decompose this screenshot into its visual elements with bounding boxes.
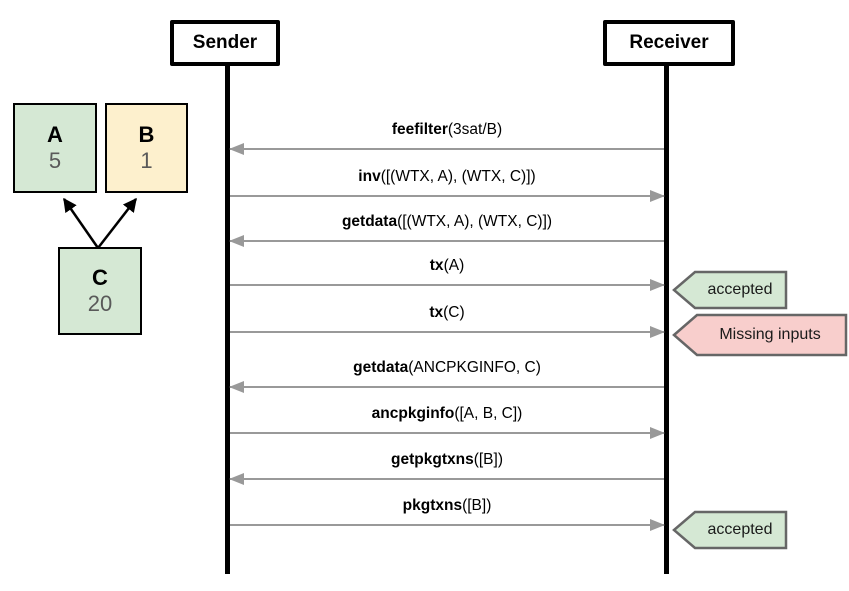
actor-receiver: Receiver [603,20,735,66]
arrow-right-icon [650,427,665,439]
annotation-text: Missing inputs [719,326,821,343]
tx-node-c: C 20 [58,247,142,335]
arrow-left-icon [229,473,244,485]
tx-node-b-fee: 1 [140,148,153,173]
message-arrow-line [230,478,664,480]
message-label: ancpkginfo([A, B, C]) [371,405,523,422]
message-arrow-line [230,195,664,197]
message-label: getdata([(WTX, A), (WTX, C)]) [341,213,553,230]
message-arrow-line [230,331,664,333]
message-arrow-line [230,284,664,286]
tag-left-point-icon [672,510,788,550]
message-label: pkgtxns([B]) [402,497,492,514]
dependency-arrow-c-to-a [62,197,100,249]
arrow-right-icon [650,326,665,338]
receiver-lifeline [664,66,669,574]
dependency-arrow-c-to-b [97,197,137,249]
message-arrow-line [230,524,664,526]
message-label: tx(A) [429,257,465,274]
annotation-text: accepted [707,521,773,538]
actor-sender: Sender [170,20,280,66]
tx-node-b: B 1 [105,103,188,193]
arrow-right-icon [650,279,665,291]
tx-node-a-fee: 5 [48,148,62,173]
message-arrow-line [230,386,664,388]
tx-node-c-label: C [92,264,108,290]
tx-node-c-fee: 20 [87,291,113,316]
annotation-tx-c-missing-inputs: Missing inputs [672,313,848,357]
annotation-text: accepted [707,281,773,298]
actor-receiver-label: Receiver [629,32,709,53]
annotation-pkgtxns-accepted: accepted [672,510,788,550]
message-label: inv([(WTX, A), (WTX, C)]) [358,168,536,185]
message-label: getpkgtxns([B]) [391,451,503,468]
tx-node-a: A 5 [13,103,97,193]
arrow-right-icon [650,190,665,202]
tx-node-b-label: B [138,121,155,147]
message-arrow-line [230,432,664,434]
arrow-right-icon [650,519,665,531]
message-label: tx(C) [429,304,465,321]
tag-left-point-icon [672,313,848,357]
message-label: getdata(ANCPKGINFO, C) [353,359,541,376]
tx-node-a-label: A [47,121,63,147]
message-arrow-line [230,148,664,150]
arrow-left-icon [229,143,244,155]
sender-lifeline [225,66,230,574]
actor-sender-label: Sender [192,32,258,53]
message-arrow-line [230,240,664,242]
annotation-tx-a-accepted: accepted [672,270,788,310]
tag-left-point-icon [672,270,788,310]
arrow-left-icon [229,235,244,247]
message-label: feefilter(3sat/B) [391,121,503,138]
dependency-arrows [62,197,137,249]
arrow-left-icon [229,381,244,393]
